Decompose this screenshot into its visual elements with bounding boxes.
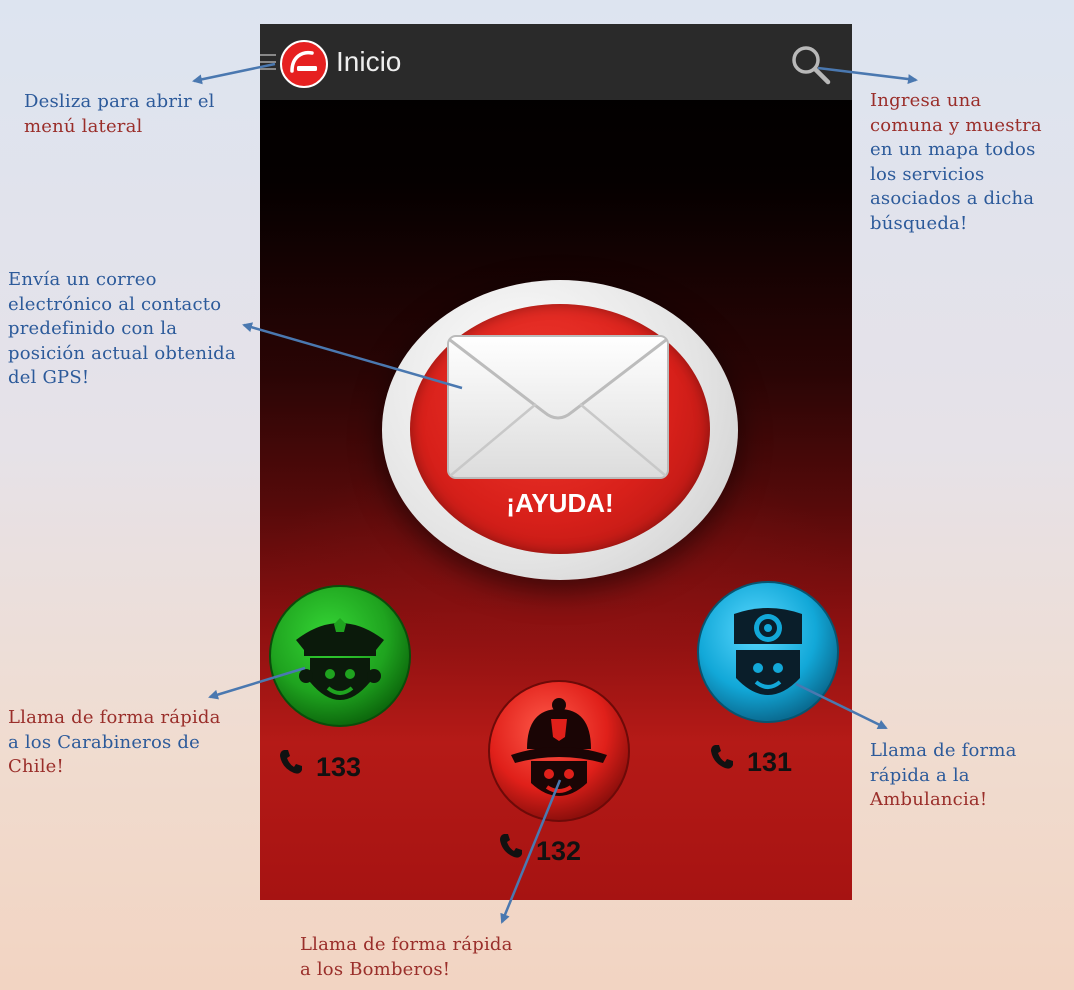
annotation-menu: Desliza para abrir el menú lateral bbox=[24, 90, 215, 139]
phone-number-carabineros[interactable]: 133 bbox=[278, 750, 398, 786]
search-icon[interactable] bbox=[788, 42, 832, 86]
menu-icon[interactable] bbox=[260, 52, 278, 72]
annotation-carabineros: Llama de forma rápida a los Carabineros … bbox=[8, 706, 221, 780]
phone-number-label: 131 bbox=[747, 747, 793, 777]
carabineros-call-button[interactable] bbox=[268, 584, 412, 728]
annotation-bomberos: Llama de forma rápida a los Bomberos! bbox=[300, 933, 513, 982]
annotation-line: predefinido con la bbox=[8, 318, 178, 339]
help-button-label: ¡AYUDA! bbox=[506, 488, 614, 518]
annotation-line: electrónico al contacto bbox=[8, 293, 222, 315]
annotation-line: Ingresa una bbox=[870, 90, 982, 111]
annotation-ambulancia: Llama de forma rápida a la Ambulancia! bbox=[870, 739, 1017, 813]
annotation-line: comuna y muestra bbox=[870, 114, 1042, 136]
annotation-line: menú lateral bbox=[24, 115, 143, 137]
bomberos-call-button[interactable] bbox=[487, 679, 631, 823]
annotation-line: los servicios bbox=[870, 163, 985, 185]
annotation-line: Llama de forma rápida bbox=[300, 934, 513, 955]
paramedic-icon bbox=[697, 581, 839, 723]
annotation-line: asociados a dicha bbox=[870, 188, 1035, 209]
phone-icon bbox=[500, 834, 522, 858]
annotation-email: Envía un correo electrónico al contacto … bbox=[8, 268, 236, 391]
annotation-line: a los Carabineros de bbox=[8, 731, 200, 753]
app-logo[interactable] bbox=[280, 40, 328, 88]
annotation-search: Ingresa una comuna y muestra en un mapa … bbox=[870, 89, 1042, 236]
police-officer-icon bbox=[269, 585, 411, 727]
annotation-line: posición actual obtenida bbox=[8, 342, 236, 364]
annotation-line: búsqueda! bbox=[870, 212, 968, 234]
envelope-icon bbox=[447, 335, 669, 479]
annotation-line: en un mapa todos bbox=[870, 139, 1036, 160]
phone-number-label: 133 bbox=[316, 752, 362, 782]
annotation-line: Chile! bbox=[8, 756, 64, 777]
ambulancia-call-button[interactable] bbox=[696, 580, 840, 724]
annotation-line: Ambulancia! bbox=[870, 789, 988, 810]
firefighter-icon bbox=[488, 680, 630, 822]
phone-screen: Inicio ¡AYUDA! bbox=[260, 24, 852, 900]
annotation-line: a los Bomberos! bbox=[300, 958, 451, 980]
phone-icon bbox=[711, 745, 733, 769]
phone-number-ambulancia[interactable]: 131 bbox=[709, 745, 829, 781]
annotation-line: del GPS! bbox=[8, 367, 90, 388]
phone-number-label: 132 bbox=[536, 836, 582, 866]
phone-number-bomberos[interactable]: 132 bbox=[498, 834, 618, 870]
annotation-line: Llama de forma bbox=[870, 740, 1017, 761]
annotation-line: Envía un correo bbox=[8, 269, 157, 290]
annotation-line: rápida a la bbox=[870, 764, 970, 786]
annotation-line: Llama de forma rápida bbox=[8, 707, 221, 728]
annotation-line: Desliza para abrir el bbox=[24, 91, 215, 112]
page-title: Inicio bbox=[336, 46, 402, 77]
action-bar: Inicio bbox=[260, 24, 852, 100]
phone-icon bbox=[280, 750, 302, 774]
